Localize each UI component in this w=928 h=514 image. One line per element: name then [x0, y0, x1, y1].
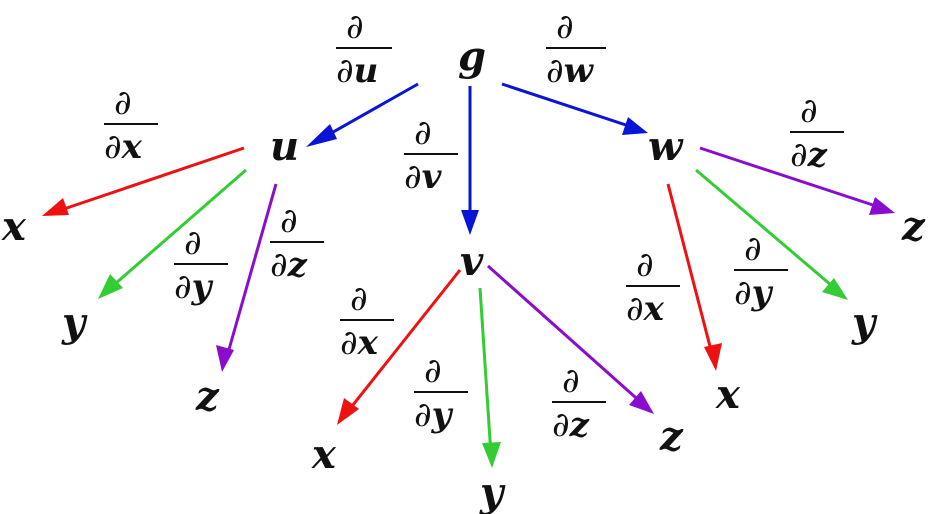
label-d-dv-denominator: ∂v	[404, 157, 443, 197]
label-v-dy-partial: ∂	[414, 395, 432, 435]
label-w-dx-numerator: ∂	[636, 245, 654, 285]
label-v-dy-denominator: ∂y	[414, 395, 454, 435]
leaf-w-z: z	[901, 203, 926, 250]
label-v-dz-var: z	[569, 405, 590, 445]
leaf-w-x: x	[715, 371, 741, 418]
leaf-u-y: y	[61, 299, 88, 346]
arrowhead-u-to-x	[42, 198, 69, 216]
label-w-dz-partial: ∂	[790, 135, 808, 175]
label-v-dz: ∂ ∂z	[552, 361, 606, 445]
label-v-dy: ∂ ∂y	[414, 351, 468, 435]
node-u: u	[270, 123, 299, 170]
leaf-v-y: y	[479, 469, 506, 514]
leaf-w-y: y	[851, 299, 878, 346]
label-u-dy-denominator: ∂y	[174, 267, 214, 307]
node-v: v	[460, 238, 484, 285]
node-w: w	[648, 123, 684, 170]
label-v-dx-var: x	[357, 323, 379, 363]
label-u-dx-partial: ∂	[104, 127, 122, 167]
arrowhead-v-to-y	[482, 442, 501, 468]
label-v-dx-partial: ∂	[340, 323, 358, 363]
label-d-dv-var: v	[422, 157, 443, 197]
label-d-dw-partial: ∂	[546, 51, 564, 91]
label-w-dy-partial: ∂	[734, 273, 752, 313]
label-v-dx: ∂ ∂x	[340, 279, 394, 363]
label-d-dv-numerator: ∂	[414, 113, 432, 153]
arrowhead-w-to-y	[822, 278, 848, 300]
label-w-dy-var: y	[751, 273, 774, 313]
arrow-u-to-x	[54, 146, 245, 214]
arrowhead-w-to-x	[704, 343, 722, 371]
label-u-dz-partial: ∂	[270, 245, 288, 285]
arrowhead-u-to-y	[98, 274, 123, 299]
label-v-dz-denominator: ∂z	[552, 405, 590, 445]
label-d-du-partial: ∂	[336, 51, 354, 91]
label-w-dz-var: z	[807, 135, 828, 175]
arrow-v-to-y	[478, 287, 493, 456]
arrow-v-to-z	[487, 264, 645, 407]
leaf-u-x: x	[1, 203, 27, 250]
label-d-du: ∂ ∂u	[336, 7, 392, 91]
arrowhead-g-to-w	[622, 117, 648, 135]
label-w-dx-denominator: ∂x	[626, 289, 665, 329]
label-u-dy: ∂ ∂y	[174, 223, 228, 307]
leaf-u-z: z	[195, 373, 220, 420]
label-d-dw-var: w	[564, 51, 595, 91]
label-w-dy: ∂ ∂y	[734, 229, 788, 313]
label-u-dz-var: z	[287, 245, 308, 285]
label-d-du-denominator: ∂u	[336, 51, 378, 91]
label-v-dy-numerator: ∂	[424, 351, 442, 391]
label-u-dy-var: y	[191, 267, 214, 307]
arrow-g-to-w	[501, 82, 636, 130]
label-w-dz-numerator: ∂	[800, 91, 818, 131]
label-d-dw-numerator: ∂	[556, 7, 574, 47]
label-w-dz: ∂ ∂z	[790, 91, 844, 175]
label-w-dy-denominator: ∂y	[734, 273, 774, 313]
label-w-dy-numerator: ∂	[744, 229, 762, 269]
label-w-dz-denominator: ∂z	[790, 135, 828, 175]
label-u-dx-numerator: ∂	[114, 83, 132, 123]
node-g: g	[458, 33, 486, 80]
label-v-dz-partial: ∂	[552, 405, 570, 445]
label-d-dw: ∂ ∂w	[546, 7, 606, 91]
label-v-dy-var: y	[431, 395, 454, 435]
arrowhead-u-to-z	[216, 345, 234, 372]
arrow-w-to-x	[666, 183, 715, 359]
label-d-dw-denominator: ∂w	[546, 51, 595, 91]
arrow-w-to-z	[699, 146, 883, 210]
label-v-dz-numerator: ∂	[562, 361, 580, 401]
arrowhead-w-to-z	[869, 197, 895, 215]
label-u-dx-denominator: ∂x	[104, 127, 143, 167]
label-u-dz-numerator: ∂	[280, 201, 298, 241]
label-w-dx-var: x	[643, 289, 665, 329]
arrowhead-g-to-u	[306, 124, 337, 147]
label-w-dx: ∂ ∂x	[626, 245, 680, 329]
label-w-dx-partial: ∂	[626, 289, 644, 329]
label-d-dv-partial: ∂	[404, 157, 422, 197]
label-u-dy-partial: ∂	[174, 267, 192, 307]
leaf-v-z: z	[659, 413, 684, 460]
arrowhead-v-to-x	[337, 398, 359, 425]
arrow-w-to-y	[695, 168, 839, 293]
arrow-u-to-y	[107, 168, 247, 292]
leaf-v-x: x	[311, 431, 337, 478]
arrowhead-g-to-v	[461, 210, 479, 235]
label-d-du-numerator: ∂	[346, 7, 364, 47]
arrowhead-v-to-z	[629, 391, 654, 414]
label-u-dx-var: x	[121, 127, 143, 167]
label-d-dv: ∂ ∂v	[404, 113, 458, 197]
label-u-dy-numerator: ∂	[184, 223, 202, 263]
label-u-dx: ∂ ∂x	[104, 83, 158, 167]
arrow-v-to-x	[343, 269, 462, 416]
label-u-dz: ∂ ∂z	[270, 201, 324, 285]
label-d-du-var: u	[354, 51, 379, 91]
arrow-u-to-z	[224, 183, 278, 361]
label-v-dx-denominator: ∂x	[340, 323, 379, 363]
label-v-dx-numerator: ∂	[350, 279, 368, 319]
label-u-dz-denominator: ∂z	[270, 245, 308, 285]
